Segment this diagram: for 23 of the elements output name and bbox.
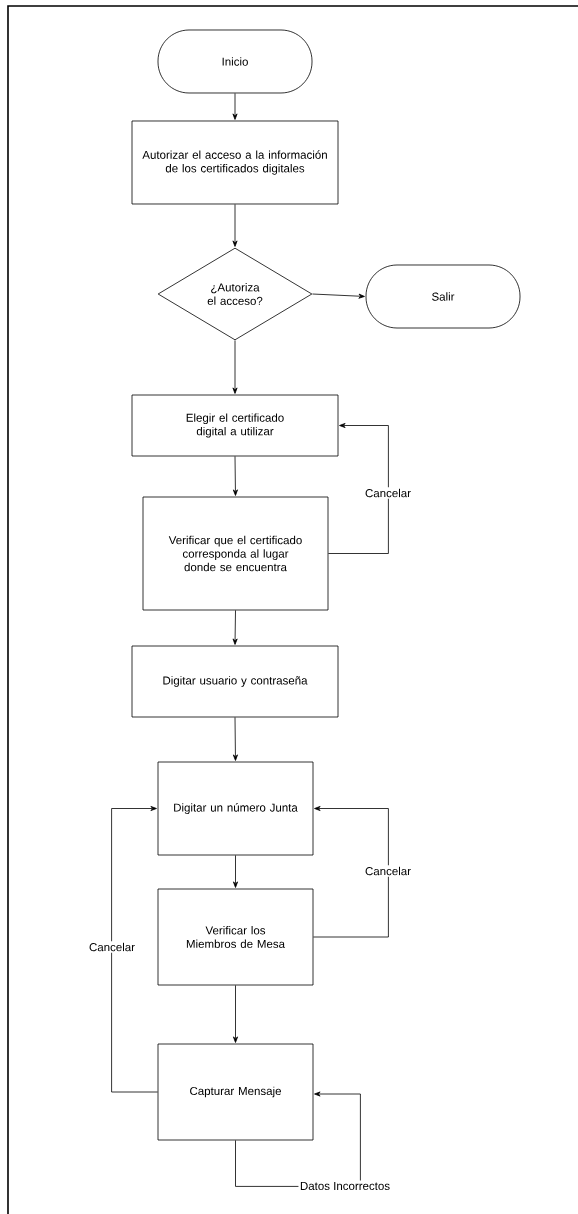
process-box: Capturar Mensaje [157,1043,314,1141]
process-box: Elegir el certificado digital a utilizar [131,394,339,457]
arrow [233,985,238,1043]
arrow [232,340,238,394]
arrow [232,456,238,496]
arrow [328,423,389,554]
process-box: Autorizar el acceso a la información de los certificados digitales [131,120,339,205]
arrow [232,204,238,247]
arrow [232,93,238,120]
process-box: Digitar usuario y contraseña [131,645,339,718]
process-box: Verificar que el certificado corresponda al lugar donde se encuentra [142,496,329,611]
process-box: Digitar un número Junta [157,761,314,856]
process-box: Verificar los Miembros de Mesa [157,888,314,986]
edge-label: Datos Incorrectos [298,1180,392,1192]
edge-label: Cancelar [87,941,137,953]
arrow [233,855,238,888]
edge-label: Cancelar [363,865,413,877]
arrow [232,717,238,761]
arrow [232,610,238,645]
edge-label: Cancelar [363,487,413,499]
arrow [111,806,158,1093]
arrow [312,293,365,299]
arrow [313,806,389,938]
